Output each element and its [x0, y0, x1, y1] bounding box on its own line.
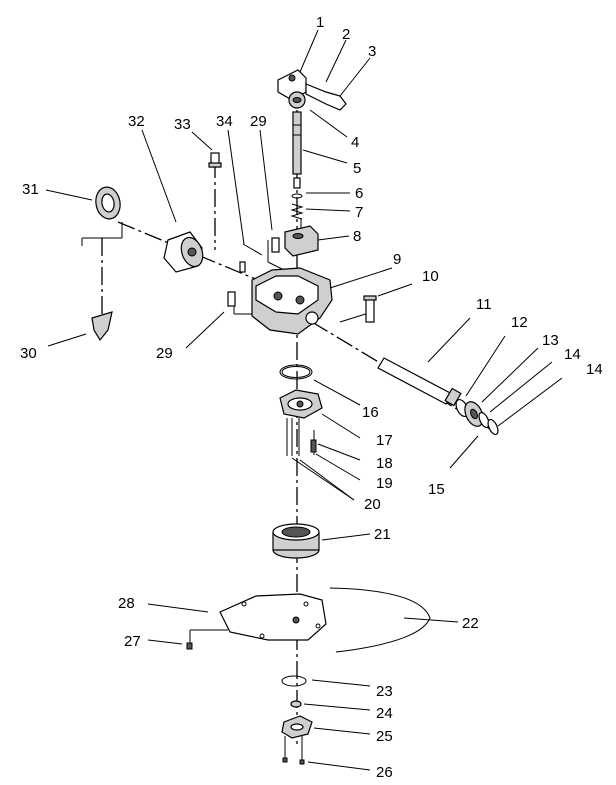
callout-31: 31 [22, 181, 39, 198]
callout-13: 13 [542, 332, 559, 349]
washers-14 [478, 411, 499, 436]
callout-18: 18 [376, 455, 393, 472]
callout-6: 6 [355, 185, 363, 202]
callout-17: 17 [376, 432, 393, 449]
swashplate-block [284, 225, 319, 257]
callout-20: 20 [364, 496, 381, 513]
callout-7: 7 [355, 204, 363, 221]
brake-puck-31 [95, 186, 121, 220]
callout-12: 12 [511, 314, 528, 331]
callout-19: 19 [376, 475, 393, 492]
center-lines [81, 110, 496, 745]
o-ring-23 [281, 675, 307, 687]
fan-22 [329, 587, 431, 653]
callout-30: 30 [20, 345, 37, 362]
leader-lines [45, 29, 563, 771]
callout-27: 27 [124, 633, 141, 650]
screw-27 [186, 642, 193, 650]
callout-labels: 1 2 3 4 5 6 7 8 9 10 11 12 13 14 14 15 1… [20, 14, 603, 781]
bearing-21 [272, 523, 320, 559]
bracket-30 [91, 311, 113, 342]
callout-34: 34 [216, 113, 233, 130]
callout-8: 8 [353, 228, 361, 245]
callout-29-b: 29 [156, 345, 173, 362]
control-shaft [292, 111, 302, 189]
screws-26 [282, 736, 305, 765]
small-pin [239, 261, 246, 273]
spring-and-washer [290, 193, 304, 220]
cover-25 [281, 715, 313, 739]
fitting-33 [208, 152, 222, 168]
end-cap-17 [279, 389, 323, 419]
callout-2: 2 [342, 26, 350, 43]
motor-32 [163, 231, 204, 273]
control-arm-assembly [277, 69, 347, 111]
callout-28: 28 [118, 595, 135, 612]
callout-32: 32 [128, 113, 145, 130]
callout-11: 11 [476, 296, 492, 313]
callout-24: 24 [376, 705, 393, 722]
callout-4: 4 [351, 134, 359, 151]
output-shaft [377, 357, 462, 407]
main-housing [251, 267, 333, 335]
o-ring-16 [279, 364, 313, 380]
callout-26: 26 [376, 764, 393, 781]
housing-pin-left [227, 291, 236, 307]
callout-22: 22 [462, 615, 479, 632]
callout-25: 25 [376, 728, 393, 745]
bushing-24 [290, 700, 302, 708]
callout-14-a: 14 [564, 346, 581, 363]
callout-9: 9 [393, 251, 401, 268]
callout-15: 15 [428, 481, 445, 498]
callout-29-a: 29 [250, 113, 267, 130]
callout-33: 33 [174, 116, 191, 133]
housing-pin-right [271, 237, 280, 253]
callout-23: 23 [376, 683, 393, 700]
screws-19-20 [286, 418, 317, 456]
callout-1: 1 [316, 14, 324, 31]
bolt-10 [363, 295, 377, 323]
mounting-plate-28 [219, 593, 327, 641]
callout-5: 5 [353, 160, 361, 177]
callout-3: 3 [368, 43, 376, 60]
gear-13 [464, 401, 484, 427]
callout-14-b: 14 [586, 361, 603, 378]
callout-10: 10 [422, 268, 439, 285]
callout-16: 16 [362, 404, 379, 421]
callout-21: 21 [374, 526, 391, 543]
